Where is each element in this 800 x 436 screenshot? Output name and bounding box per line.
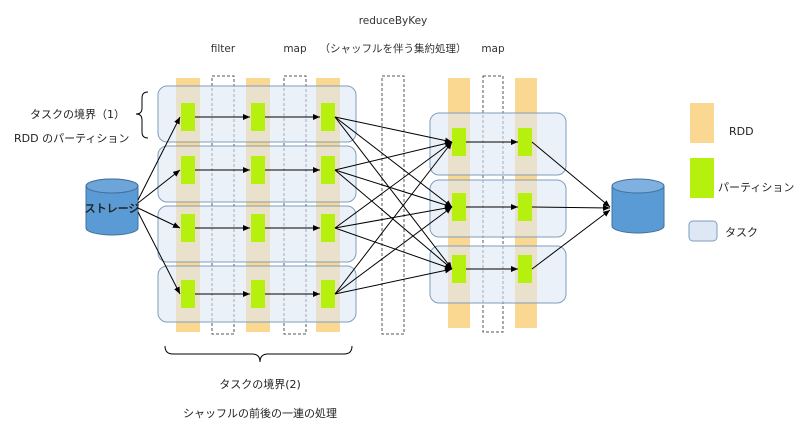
storage-cylinder-source <box>85 178 139 236</box>
legend-task-swatch <box>688 220 718 242</box>
arrow <box>531 204 611 211</box>
stage2-partitions <box>452 128 532 283</box>
partition <box>181 156 195 184</box>
filter-label: filter <box>211 43 236 55</box>
arrow <box>137 207 181 229</box>
reducebykey-op-column <box>381 75 405 335</box>
legend-task-label: タスク <box>725 226 758 239</box>
arrow <box>334 141 453 229</box>
arrow <box>334 141 453 295</box>
partition <box>321 103 335 131</box>
arrow <box>334 206 453 295</box>
legend-partition-swatch <box>690 158 714 198</box>
arrow <box>531 141 611 208</box>
partition <box>321 280 335 308</box>
task-boundary-1-label: タスクの境界（1） <box>30 107 125 121</box>
partition <box>452 255 466 283</box>
map-op-column <box>283 75 307 335</box>
arrow <box>334 140 453 171</box>
rdd-partition-label: RDD のパーティション <box>14 132 129 145</box>
arrow <box>334 116 453 144</box>
partition <box>452 193 466 221</box>
task-box <box>429 245 567 304</box>
legend: RDD パーティション タスク <box>688 103 794 242</box>
legend-rdd-swatch <box>690 103 714 143</box>
brace-task-boundary-2 <box>164 345 353 363</box>
partition <box>181 214 195 242</box>
partition <box>181 280 195 308</box>
arrow <box>334 227 453 270</box>
arrow <box>334 169 453 208</box>
brace-task-boundary-1 <box>135 91 149 139</box>
storage-cylinder-destination <box>611 178 665 234</box>
partition <box>251 214 265 242</box>
arrow <box>531 209 611 270</box>
task-boundary-2-label: タスクの境界(2) <box>219 377 301 391</box>
arrow <box>334 116 453 270</box>
partition <box>321 214 335 242</box>
arrow <box>334 169 453 270</box>
legend-partition-label: パーティション <box>718 181 794 194</box>
partition <box>452 128 466 156</box>
partition <box>518 255 532 283</box>
filter-op-column <box>211 75 235 335</box>
arrow <box>137 116 181 201</box>
task-boundary-2-note: シャッフルの前後の一連の処理 <box>183 406 337 420</box>
partition <box>321 156 335 184</box>
reducebykey-label: reduceByKey <box>359 15 428 27</box>
arrow <box>137 211 181 295</box>
map-label-1: map <box>283 43 307 55</box>
partition <box>251 103 265 131</box>
arrow <box>334 267 453 295</box>
partition <box>518 128 532 156</box>
storage-label: ストレージ <box>85 202 140 215</box>
arrows <box>137 114 611 297</box>
legend-rdd-label: RDD <box>729 125 754 138</box>
partition <box>251 156 265 184</box>
partition <box>181 103 195 131</box>
map-label-2: map <box>481 43 505 55</box>
arrow <box>137 169 181 204</box>
arrow <box>334 116 453 208</box>
stage1-partitions <box>181 103 335 308</box>
partition <box>518 193 532 221</box>
partition <box>251 280 265 308</box>
reducebykey-note: （シャッフルを伴う集約処理） <box>320 42 467 55</box>
